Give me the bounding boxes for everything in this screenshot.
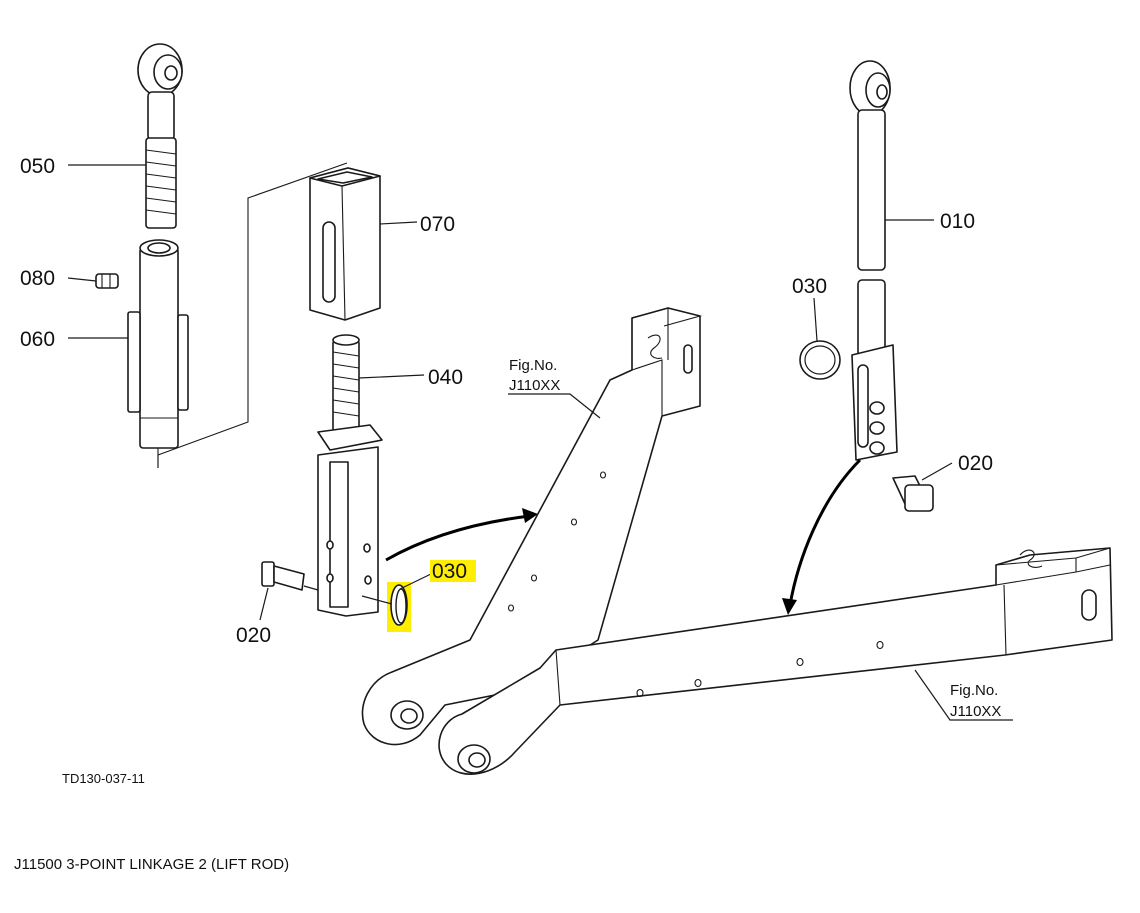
arrow-to-left-lower-link [385, 514, 531, 562]
callout-020-right[interactable]: 020 [958, 452, 993, 475]
part-060-sleeve[interactable] [127, 239, 189, 449]
callout-labels: 050 080 060 070 040 020 030 010 030 020 [20, 155, 993, 647]
arrow-head-right [782, 598, 797, 615]
fig-ref-left-label: Fig.No. [509, 357, 557, 374]
callout-070[interactable]: 070 [420, 213, 455, 236]
callout-030-right[interactable]: 030 [792, 275, 827, 298]
right-lift-rod-assembly [782, 60, 934, 615]
fig-ref-right-label: Fig.No. [950, 682, 998, 699]
part-020-pin-right[interactable] [892, 475, 934, 512]
part-080-grease-nipple[interactable] [95, 273, 119, 289]
diagram-caption: J11500 3-POINT LINKAGE 2 (LIFT ROD) [14, 856, 289, 873]
part-040-screw-clevis[interactable] [317, 334, 383, 617]
part-070-square-tube[interactable] [309, 167, 381, 321]
part-030-ring-right[interactable] [799, 340, 841, 380]
part-050-eye-bolt[interactable] [137, 43, 183, 229]
fig-ref-right-number: J110XX [950, 703, 1001, 720]
callout-030-highlight-bg [430, 560, 476, 582]
fig-ref-left-number: J110XX [509, 377, 560, 394]
arrow-to-right-lower-link [788, 458, 862, 606]
part-030-ring-highlighted[interactable] [361, 582, 411, 632]
callout-040[interactable]: 040 [428, 366, 463, 389]
arrow-head-left [522, 508, 538, 523]
part-020-pin-left[interactable] [261, 561, 319, 591]
right-lower-link[interactable] [438, 547, 1113, 775]
drawing-code: TD130-037-11 [62, 771, 145, 786]
left-lift-rod-assembly [95, 43, 538, 632]
fig-reference-left[interactable]: Fig.No. J110XX [509, 357, 560, 394]
callout-030-highlighted[interactable]: 030 [432, 560, 467, 583]
leader-lines [67, 164, 1013, 721]
part-010-lift-rod[interactable] [849, 60, 898, 461]
callout-010[interactable]: 010 [940, 210, 975, 233]
fig-reference-right[interactable]: Fig.No. J110XX [950, 682, 1001, 720]
callout-060[interactable]: 060 [20, 328, 55, 351]
callout-050[interactable]: 050 [20, 155, 55, 178]
callout-080[interactable]: 080 [20, 267, 55, 290]
callout-020-left[interactable]: 020 [236, 624, 271, 647]
